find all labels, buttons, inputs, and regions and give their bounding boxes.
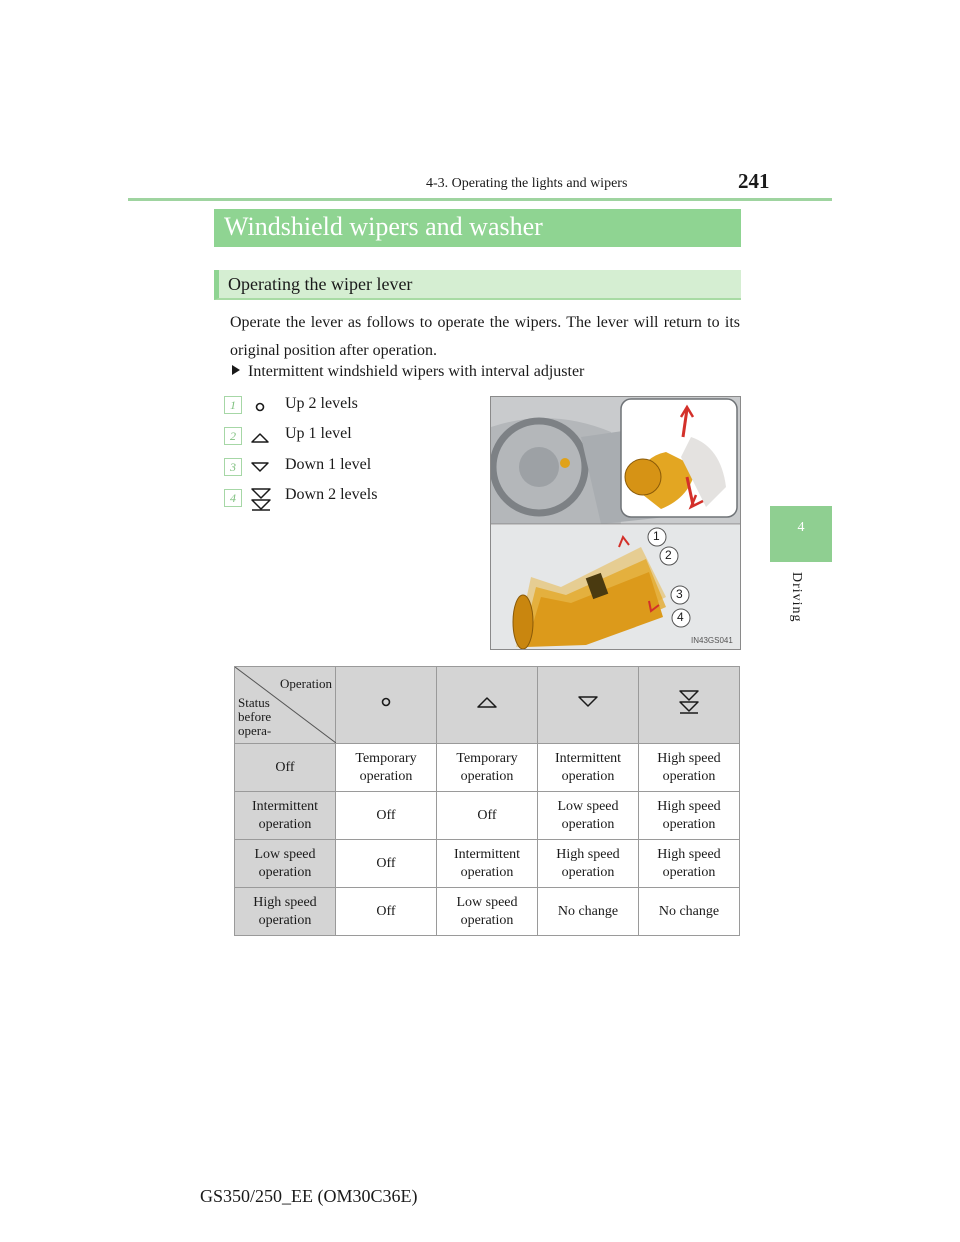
item-label-2: Up 1 level bbox=[285, 425, 352, 442]
row-status: Low speed operation bbox=[234, 839, 336, 888]
table-cell: High speed operation bbox=[537, 839, 639, 888]
table-cell: Low speed operation bbox=[537, 791, 639, 840]
table-cell: No change bbox=[638, 887, 740, 936]
manual-footer: GS350/250_EE (OM30C36E) bbox=[200, 1186, 418, 1206]
page-title: Windshield wipers and washer bbox=[224, 212, 543, 241]
callout-2: 2 bbox=[665, 548, 672, 562]
callout-4: 4 bbox=[677, 610, 684, 624]
table-cell: High speed operation bbox=[638, 839, 740, 888]
column-header-up-1 bbox=[436, 666, 538, 744]
table-cell: Temporary operation bbox=[335, 743, 437, 792]
chevron-down-icon bbox=[251, 462, 269, 472]
table-cell: Off bbox=[335, 887, 437, 936]
item-number-1: 1 bbox=[224, 396, 242, 414]
chevron-up-icon bbox=[251, 433, 269, 443]
illustration-code: IN43GS041 bbox=[691, 636, 733, 645]
chapter-number: 4 bbox=[797, 520, 805, 535]
item-label-4: Down 2 levels bbox=[285, 486, 378, 503]
header-rule bbox=[128, 198, 832, 201]
table-cell: Intermittent operation bbox=[436, 839, 538, 888]
circle-dot-icon bbox=[381, 697, 391, 707]
callout-3: 3 bbox=[676, 587, 683, 601]
row-status: High speed operation bbox=[234, 887, 336, 936]
wiper-lever-illustration: 1 2 3 4 IN43GS041 bbox=[490, 396, 741, 650]
chevron-down-icon bbox=[578, 696, 598, 707]
item-number-3: 3 bbox=[224, 458, 242, 476]
item-label-3: Down 1 level bbox=[285, 456, 372, 473]
row-status: Off bbox=[234, 743, 336, 792]
bullet-text: Intermittent windshield wipers with inte… bbox=[248, 363, 585, 380]
chevron-up-icon bbox=[477, 697, 497, 708]
double-chevron-down-icon bbox=[251, 488, 271, 511]
bullet-item: Intermittent windshield wipers with inte… bbox=[232, 363, 584, 381]
chapter-label: Driving bbox=[789, 572, 804, 623]
row-status: Intermittent operation bbox=[234, 791, 336, 840]
column-header-down-2 bbox=[638, 666, 740, 744]
item-label-1: Up 2 levels bbox=[285, 395, 358, 412]
illustration-drawing bbox=[491, 397, 740, 649]
intro-paragraph: Operate the lever as follows to operate … bbox=[230, 314, 740, 359]
table-cell: Low speed operation bbox=[436, 887, 538, 936]
table-cell: Off bbox=[335, 791, 437, 840]
subtitle-bar bbox=[214, 270, 741, 300]
corner-operation-label: Operation bbox=[280, 676, 332, 691]
table-row: Low speed operation Off Intermittent ope… bbox=[234, 839, 740, 888]
table-cell: Temporary operation bbox=[436, 743, 538, 792]
table-cell: Off bbox=[335, 839, 437, 888]
subtitle: Operating the wiper lever bbox=[228, 274, 413, 294]
table-row: Intermittent operation Off Off Low speed… bbox=[234, 791, 740, 840]
table-cell: High speed operation bbox=[638, 743, 740, 792]
table-row: Off Temporary operation Temporary operat… bbox=[234, 743, 740, 792]
table-cell: Intermittent operation bbox=[537, 743, 639, 792]
double-chevron-down-icon bbox=[679, 690, 699, 714]
page-number: 241 bbox=[738, 169, 770, 193]
item-number-2: 2 bbox=[224, 427, 242, 445]
section-heading: 4-3. Operating the lights and wipers bbox=[426, 176, 628, 191]
callout-1: 1 bbox=[653, 529, 660, 543]
column-header-up-2 bbox=[335, 666, 437, 744]
column-header-down-1 bbox=[537, 666, 639, 744]
table-cell: Off bbox=[436, 791, 538, 840]
table-row: High speed operation Off Low speed opera… bbox=[234, 887, 740, 936]
chapter-tab bbox=[770, 506, 832, 562]
diagonal-line bbox=[235, 667, 336, 743]
circle-dot-icon bbox=[255, 402, 265, 412]
item-number-4: 4 bbox=[224, 489, 242, 507]
bullet-arrow-icon bbox=[232, 365, 240, 375]
table-cell: High speed operation bbox=[638, 791, 740, 840]
table-cell: No change bbox=[537, 887, 639, 936]
title-bar bbox=[214, 209, 741, 247]
